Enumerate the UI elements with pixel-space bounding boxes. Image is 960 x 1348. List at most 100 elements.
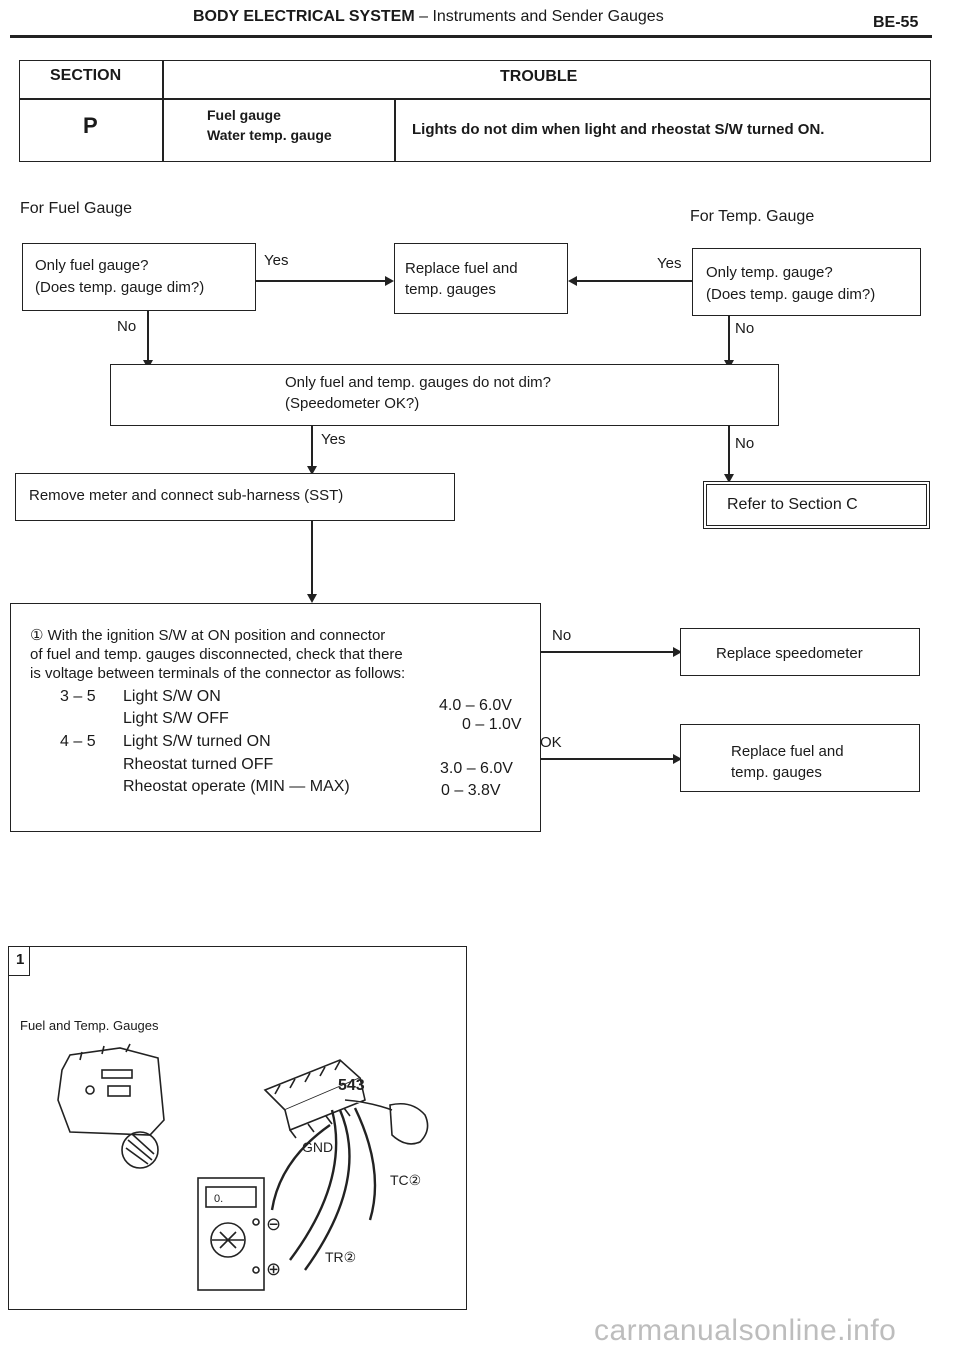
watermark: carmanualsonline.info: [594, 1314, 897, 1347]
label-no-fuel: No: [117, 318, 137, 335]
step-marker: ①: [30, 627, 44, 644]
page-code: BE-55: [873, 14, 919, 31]
q-fuel-gauge-box: [22, 243, 256, 311]
arrow-remove-to-check: [307, 594, 317, 603]
figure-number: 1: [16, 951, 25, 968]
label-ok-check: OK: [540, 734, 562, 751]
q-temp-line2: (Does temp. gauge dim?): [706, 286, 876, 303]
voltage-check-box: [10, 603, 541, 832]
q-fuel-line2: (Does temp. gauge dim?): [35, 279, 205, 296]
conn-both-no: [728, 426, 730, 477]
replace-gauges-bottom-text: Replace fuel and temp. gauges: [731, 741, 844, 783]
replace-bottom-line2: temp. gauges: [731, 764, 822, 781]
gauges-connector-illustration: 0. 543 GND TC② TR② ⊖ ⊕: [57, 1043, 429, 1291]
meter-display-text: 0.: [214, 1193, 223, 1205]
figure-number-box: [8, 946, 30, 976]
check-line2: of fuel and temp. gauges disconnected, c…: [30, 646, 403, 663]
section-header: SECTION: [50, 67, 122, 84]
conn-remove-to-check: [311, 521, 313, 599]
remove-meter-text: Remove meter and connect sub-harness (SS…: [29, 487, 344, 504]
voltage-check-intro: ① With the ignition S/W at ON position a…: [30, 626, 405, 683]
table-divider-h: [19, 98, 931, 100]
q-both-line2: (Speedometer OK?): [285, 395, 420, 412]
conn-check-no: [541, 651, 673, 653]
replace-gauges-bottom-box: [680, 724, 920, 792]
replace-top-line2: temp. gauges: [405, 281, 496, 298]
check-value-1: 4.0 – 6.0V: [439, 697, 512, 714]
gauge-name-1: Fuel gauge: [207, 107, 281, 123]
probe-wires-icon: [270, 1107, 377, 1271]
figure-caption: Fuel and Temp. Gauges: [20, 1018, 159, 1033]
arrow-to-replace-right: [568, 276, 577, 286]
symptom-text: Lights do not dim when light and rheosta…: [412, 121, 825, 138]
minus-probe-label: ⊖: [266, 1214, 281, 1235]
label-yes-temp: Yes: [657, 255, 682, 272]
page-title-bold: BODY ELECTRICAL SYSTEM: [193, 8, 415, 25]
label-no-temp: No: [735, 320, 755, 337]
check-condition-5: Rheostat operate (MIN — MAX): [123, 778, 350, 795]
check-condition-1: Light S/W ON: [123, 688, 221, 705]
label-yes-both: Yes: [321, 431, 346, 448]
replace-gauges-top-text: Replace fuel and temp. gauges: [405, 258, 518, 300]
connector-icon: [263, 1059, 429, 1145]
check-line3: is voltage between terminals of the conn…: [30, 665, 406, 682]
conn-temp-no: [728, 316, 730, 364]
arrow-both-no: [724, 474, 734, 483]
arrow-check-ok: [673, 754, 682, 764]
replace-top-line1: Replace fuel and: [405, 260, 518, 277]
conn-both-yes: [311, 426, 313, 470]
arrow-to-replace-left: [385, 276, 394, 286]
conn-fuel-to-replace: [256, 280, 386, 282]
check-condition-2: Light S/W OFF: [123, 710, 229, 727]
gauge-names: Fuel gauge Water temp. gauge: [207, 105, 332, 145]
combination-meter-icon: [57, 1043, 165, 1169]
label-no-both: No: [735, 435, 755, 452]
check-terminal-1: 3 – 5: [60, 688, 96, 705]
check-value-2: 0 – 1.0V: [462, 716, 522, 733]
page-title-rest: – Instruments and Sender Gauges: [414, 8, 664, 25]
temp-gauge-heading: For Temp. Gauge: [690, 208, 815, 225]
q-both-line1: Only fuel and temp. gauges do not dim?: [285, 374, 552, 391]
conn-temp-to-replace: [577, 280, 692, 282]
gauge-name-2: Water temp. gauge: [207, 127, 332, 143]
section-value: P: [83, 113, 98, 138]
check-value-4: 3.0 – 6.0V: [440, 760, 513, 777]
replace-speedometer-box: [680, 628, 920, 676]
remove-meter-box: [15, 473, 455, 521]
trouble-header: TROUBLE: [500, 68, 578, 85]
arrow-check-no: [673, 647, 682, 657]
table-divider-v1: [162, 60, 164, 162]
check-condition-4: Rheostat turned OFF: [123, 756, 274, 773]
check-condition-3: Light S/W turned ON: [123, 733, 271, 750]
terminals-label: 543: [338, 1077, 365, 1094]
arrow-both-yes: [307, 466, 317, 475]
q-temp-line1: Only temp. gauge?: [706, 264, 833, 281]
q-both-gauges-text: Only fuel and temp. gauges do not dim? (…: [285, 372, 551, 414]
conn-check-ok: [541, 758, 673, 760]
tc-label: TC②: [390, 1172, 421, 1188]
gnd-label: GND: [302, 1139, 333, 1155]
q-both-gauges-box: [110, 364, 779, 426]
conn-fuel-no: [147, 311, 149, 364]
table-divider-v2: [394, 98, 396, 162]
q-temp-gauge-text: Only temp. gauge? (Does temp. gauge dim?…: [706, 262, 875, 306]
refer-section-box: [703, 481, 930, 529]
q-temp-gauge-box: [692, 248, 921, 316]
q-fuel-gauge-text: Only fuel gauge? (Does temp. gauge dim?): [35, 255, 204, 299]
replace-speedometer-text: Replace speedometer: [716, 645, 863, 662]
replace-bottom-line1: Replace fuel and: [731, 743, 844, 760]
header-rule: [10, 35, 932, 38]
refer-section-text: Refer to Section C: [727, 496, 858, 513]
plus-probe-label: ⊕: [266, 1259, 281, 1280]
trouble-table: [19, 60, 931, 162]
q-fuel-line1: Only fuel gauge?: [35, 257, 149, 274]
tr-label: TR②: [325, 1249, 356, 1265]
circuit-tester-icon: [197, 1177, 265, 1291]
check-value-5: 0 – 3.8V: [441, 782, 501, 799]
label-yes-fuel: Yes: [264, 252, 289, 269]
page-title: BODY ELECTRICAL SYSTEM – Instruments and…: [193, 8, 664, 26]
check-line1: With the ignition S/W at ON position and…: [47, 627, 386, 644]
fuel-gauge-heading: For Fuel Gauge: [20, 200, 133, 217]
check-terminal-3: 4 – 5: [60, 733, 96, 750]
replace-gauges-top-box: [394, 243, 568, 314]
